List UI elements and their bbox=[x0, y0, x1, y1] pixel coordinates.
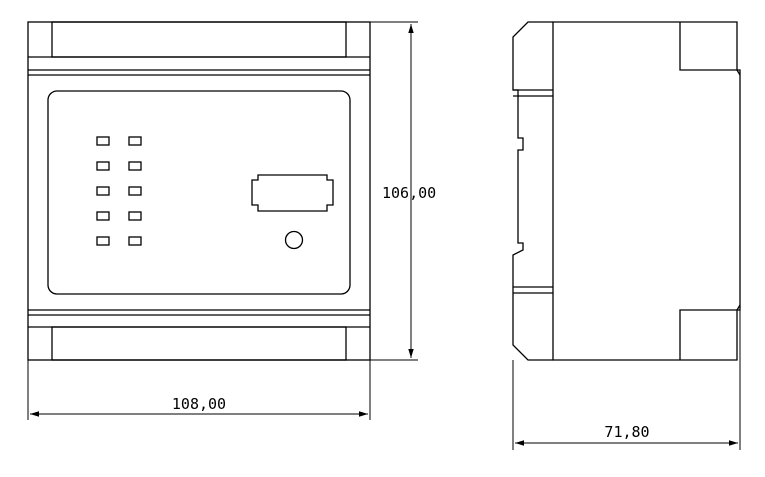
dimension-width: 108,00 bbox=[27, 360, 371, 420]
bottom-rail bbox=[28, 309, 370, 361]
led-indicator bbox=[128, 236, 142, 246]
led-indicator-group bbox=[96, 136, 142, 246]
led-indicator bbox=[96, 186, 110, 196]
depth-dimension-label: 71,80 bbox=[604, 423, 649, 441]
front-outline bbox=[27, 21, 371, 361]
side-view bbox=[512, 21, 741, 361]
led-indicator bbox=[96, 236, 110, 246]
led-indicator bbox=[128, 136, 142, 146]
dimension-depth: 71,80 bbox=[512, 310, 741, 450]
width-dimension-label: 108,00 bbox=[172, 395, 226, 413]
height-dimension-label: 106,00 bbox=[382, 184, 436, 202]
led-indicator bbox=[128, 186, 142, 196]
din-clip-profile bbox=[512, 21, 553, 361]
dimension-height: 106,00 bbox=[370, 21, 436, 361]
adjust-knob bbox=[284, 230, 304, 250]
front-panel bbox=[47, 90, 351, 295]
connector-port bbox=[251, 174, 334, 212]
led-indicator bbox=[128, 211, 142, 221]
led-indicator bbox=[96, 161, 110, 171]
led-indicator bbox=[96, 136, 110, 146]
top-rail bbox=[28, 21, 370, 76]
led-indicator bbox=[96, 211, 110, 221]
front-view bbox=[27, 21, 371, 361]
side-outline bbox=[552, 21, 741, 361]
led-indicator bbox=[128, 161, 142, 171]
